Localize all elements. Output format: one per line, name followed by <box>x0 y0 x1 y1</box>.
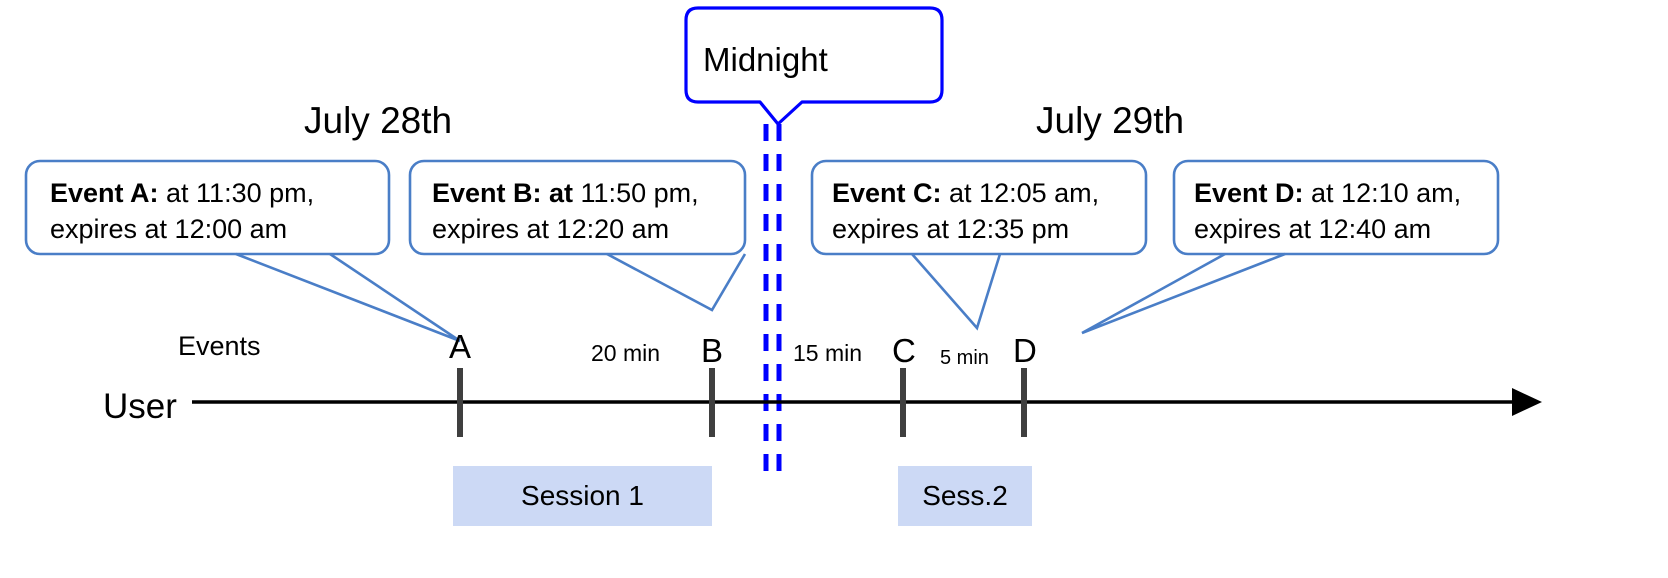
callout-box-event-a <box>24 159 391 256</box>
callout-text-event-a: Event A: at 11:30 pm, expires at 12:00 a… <box>50 176 314 247</box>
event-marker-label-d: D <box>1013 332 1037 369</box>
callout-b-line2: expires at 12:20 am <box>432 213 670 244</box>
callout-c-line2: expires at 12:35 pm <box>832 213 1070 244</box>
gap-label-c-d: 5 min <box>940 347 989 369</box>
callout-text-event-d: Event D: at 12:10 am, expires at 12:40 a… <box>1194 176 1461 247</box>
callout-b-rest: 11:50 pm, <box>573 178 699 208</box>
session-box-2: Sess.2 <box>898 466 1032 526</box>
callout-d-bold: Event D: <box>1194 178 1304 208</box>
callout-box-event-d <box>1172 159 1500 256</box>
callout-box-event-c <box>810 159 1148 256</box>
callout-d-rest: at 12:10 am, <box>1303 178 1462 208</box>
callout-a-rest: at 11:30 pm, <box>158 178 315 208</box>
callout-tail-event-c <box>911 253 1002 331</box>
callout-text-event-c: Event C: at 12:05 am, expires at 12:35 p… <box>832 176 1099 247</box>
callout-box-event-b <box>408 159 747 256</box>
callout-d-line2: expires at 12:40 am <box>1194 213 1432 244</box>
date-label-july-29: July 29th <box>1036 100 1185 141</box>
callout-tail-event-b <box>606 252 747 312</box>
midnight-callout-bubble <box>684 6 944 126</box>
row-label-events: Events <box>178 331 261 361</box>
row-label-user: User <box>103 387 177 426</box>
gap-label-b-c: 15 min <box>793 340 863 366</box>
gap-label-a-b: 20 min <box>591 340 661 366</box>
midnight-label: Midnight <box>703 41 828 78</box>
session-box-1: Session 1 <box>453 466 712 526</box>
callout-c-bold: Event C: <box>832 178 942 208</box>
callout-c-rest: at 12:05 am, <box>941 178 1100 208</box>
callout-b-bold: Event B: at <box>432 178 574 208</box>
event-marker-label-c: C <box>892 332 916 369</box>
callout-tail-event-a <box>235 252 461 343</box>
callout-tail-event-d <box>1081 252 1286 335</box>
event-marker-label-b: B <box>701 332 724 369</box>
callout-a-bold: Event A: <box>50 178 159 208</box>
callout-a-line2: expires at 12:00 am <box>50 213 288 244</box>
timeline-arrowhead <box>1512 388 1542 416</box>
date-label-july-28: July 28th <box>304 100 453 141</box>
event-marker-label-a: A <box>449 328 472 365</box>
callout-text-event-b: Event B: at 11:50 pm, expires at 12:20 a… <box>432 176 699 247</box>
